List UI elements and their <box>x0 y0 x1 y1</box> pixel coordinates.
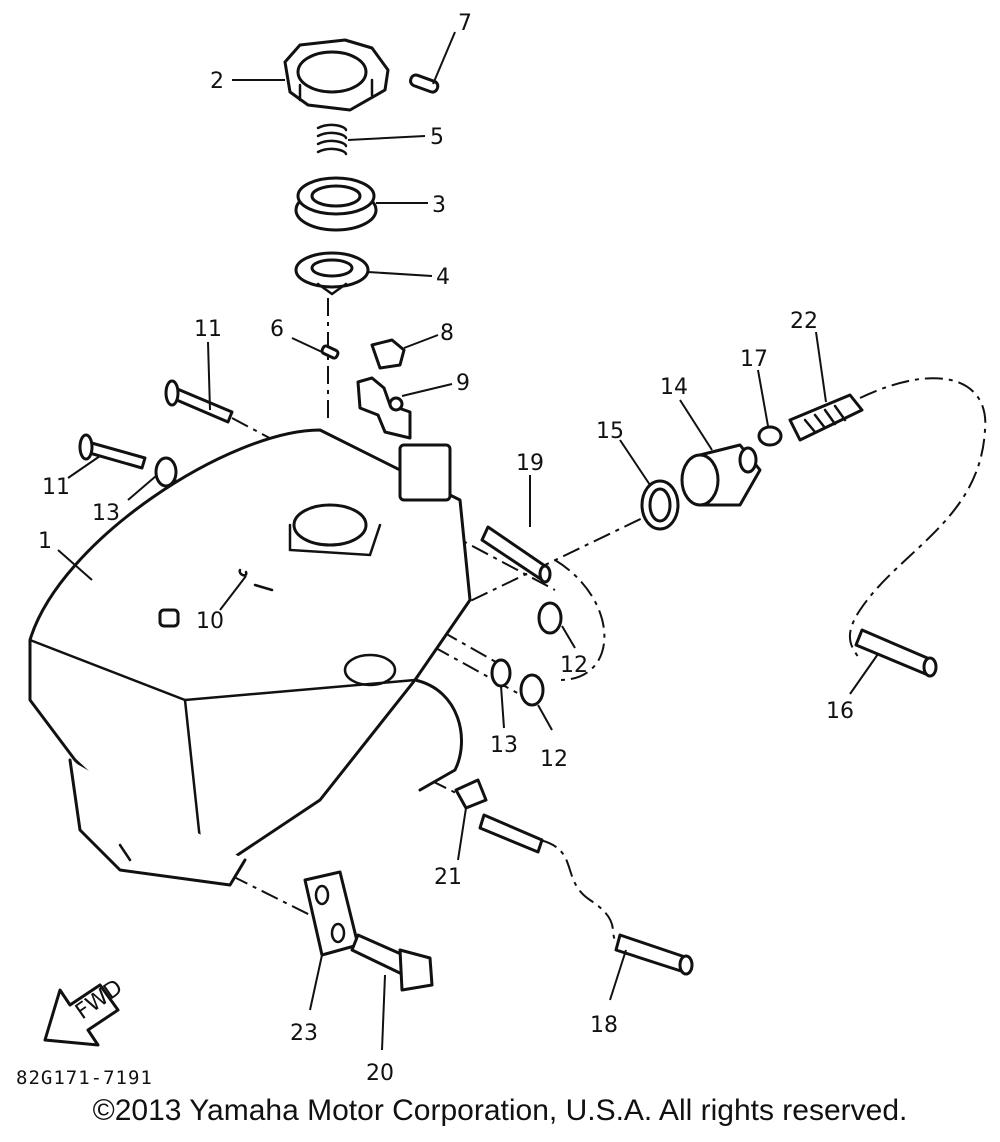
clamp-part <box>757 425 783 447</box>
callout-label: 1 <box>38 529 52 554</box>
bolt-part <box>350 933 434 992</box>
fuel-tank-part <box>28 428 472 887</box>
callout-label: 5 <box>430 125 444 150</box>
callout-label: 15 <box>596 419 624 444</box>
hose-end-part <box>854 628 938 678</box>
callout-label: 19 <box>516 451 544 476</box>
callout-label: 20 <box>366 1061 394 1086</box>
grommet-part <box>519 601 563 707</box>
fuel-cock-part <box>680 443 762 507</box>
callout-label: 6 <box>270 317 284 342</box>
callout-label: 7 <box>458 11 472 36</box>
callout-label: 13 <box>490 733 518 758</box>
callout-label: 9 <box>456 371 470 396</box>
spring-part <box>316 123 348 156</box>
fuel-filter-part <box>788 393 864 442</box>
hose-clip-part <box>454 778 488 810</box>
fuel-hose-part <box>478 813 694 976</box>
callout-label: 3 <box>432 193 446 218</box>
callout-label: 2 <box>210 69 224 94</box>
document-number: 82G171-7191 <box>16 1067 153 1089</box>
washer-part <box>154 456 512 688</box>
gasket-part <box>294 251 370 296</box>
forward-arrow-icon: FWD <box>43 975 128 1047</box>
mounting-plate-part <box>303 870 360 957</box>
callout-label: 14 <box>660 375 688 400</box>
callout-label: 4 <box>436 265 450 290</box>
bolt-part <box>164 379 234 424</box>
callout-label: 22 <box>790 309 818 334</box>
cap-pin-part <box>409 73 440 94</box>
hardware-part <box>238 568 274 592</box>
bolt-part <box>78 433 147 470</box>
callout-label: 21 <box>434 865 462 890</box>
callouts: 2 7 5 3 4 6 8 9 11 11 13 1 10 12 13 12 1… <box>38 11 879 1086</box>
callout-label: 18 <box>590 1013 618 1038</box>
callout-label: 11 <box>194 317 222 342</box>
callout-label: 17 <box>740 347 768 372</box>
clip-part <box>370 338 406 370</box>
callout-label: 8 <box>440 321 454 346</box>
hose-part <box>480 525 552 584</box>
callout-label: 12 <box>540 747 568 772</box>
callout-label: 16 <box>826 699 854 724</box>
callout-label: 13 <box>92 501 120 526</box>
bracket-part <box>356 376 412 440</box>
callout-label: 12 <box>560 653 588 678</box>
copyright-notice: ©2013 Yamaha Motor Corporation, U.S.A. A… <box>92 1094 908 1127</box>
callout-label: 10 <box>196 609 224 634</box>
filler-ring-part <box>294 176 378 232</box>
small-screw-part <box>320 344 340 360</box>
callout-label: 23 <box>290 1021 318 1046</box>
callout-label: 11 <box>42 475 70 500</box>
fuel-cap-part <box>283 38 390 112</box>
o-ring-part <box>640 479 680 531</box>
